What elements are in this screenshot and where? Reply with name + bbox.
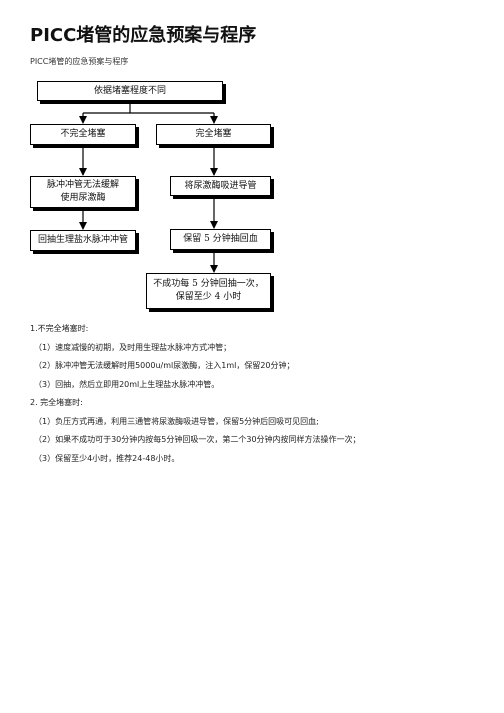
notes-item: （1）负压方式再通，利用三通管将尿激酶吸进导管，保留5分钟后回吸可见回血; (34, 416, 319, 426)
box-final-step-line1: 不成功每 5 分钟回抽一次， (153, 279, 264, 289)
notes-item: （2）脉冲冲管无法缓解时用5000u/ml尿激酶，注入1ml，保留20分钟； (34, 361, 295, 370)
flowchart-connectors (79, 101, 218, 273)
box-use-urokinase-line2: 使用尿激酶 (60, 193, 106, 203)
box-blockage-degree-label: 依据堵塞程度不同 (93, 85, 166, 96)
box-partial-blockage: 不完全堵塞 (30, 124, 136, 145)
page-title: PICC堵管的应急预案与程序 (30, 25, 257, 46)
box-saline-flush: 回抽生理盐水脉冲冲管 (30, 230, 136, 251)
box-complete-blockage: 完全堵塞 (156, 124, 271, 145)
box-retain-5min: 保留 5 分钟抽回血 (170, 229, 271, 250)
box-draw-urokinase-label: 将尿激酶吸进导管 (184, 180, 257, 191)
box-use-urokinase: 脉冲冲管无法缓解 使用尿激酶 (30, 176, 136, 208)
box-final-step: 不成功每 5 分钟回抽一次， 保留至少 4 小时 (146, 273, 271, 309)
notes-heading-partial: 1.不完全堵塞时: (30, 324, 89, 333)
notes-heading-complete: 2. 完全堵塞时: (30, 398, 83, 407)
page-subtitle: PICC堵管的应急预案与程序 (30, 57, 129, 66)
box-saline-flush-label: 回抽生理盐水脉冲冲管 (37, 235, 128, 245)
notes-item: （2）如果不成功可于30分钟内按每5分钟回吸一次，第二个30分钟内按同样方法操作… (34, 435, 361, 444)
box-complete-blockage-label: 完全堵塞 (195, 129, 232, 139)
notes-item: （3）回抽，然后立即用20ml上生理盐水脉冲冲管。 (34, 379, 220, 389)
box-partial-blockage-label: 不完全堵塞 (60, 129, 106, 139)
box-draw-urokinase: 将尿激酶吸进导管 (170, 176, 271, 196)
notes-section: 1.不完全堵塞时: （1）速度减慢的初期，及时用生理盐水脉冲方式冲管； （2）脉… (30, 320, 480, 468)
box-use-urokinase-line1: 脉冲冲管无法缓解 (46, 180, 119, 190)
box-final-step-line2: 保留至少 4 小时 (175, 292, 242, 302)
box-blockage-degree: 依据堵塞程度不同 (37, 81, 223, 101)
notes-item: （1）速度减慢的初期，及时用生理盐水脉冲方式冲管； (34, 342, 232, 352)
flowchart: 依据堵塞程度不同 不完全堵塞 完全堵塞 脉冲冲管无法缓解 使用尿激酶 回抽生理盐… (0, 0, 504, 330)
box-retain-5min-label: 保留 5 分钟抽回血 (183, 234, 258, 244)
notes-item: （3）保留至少4小时，推荐24-48小时。 (34, 453, 180, 463)
